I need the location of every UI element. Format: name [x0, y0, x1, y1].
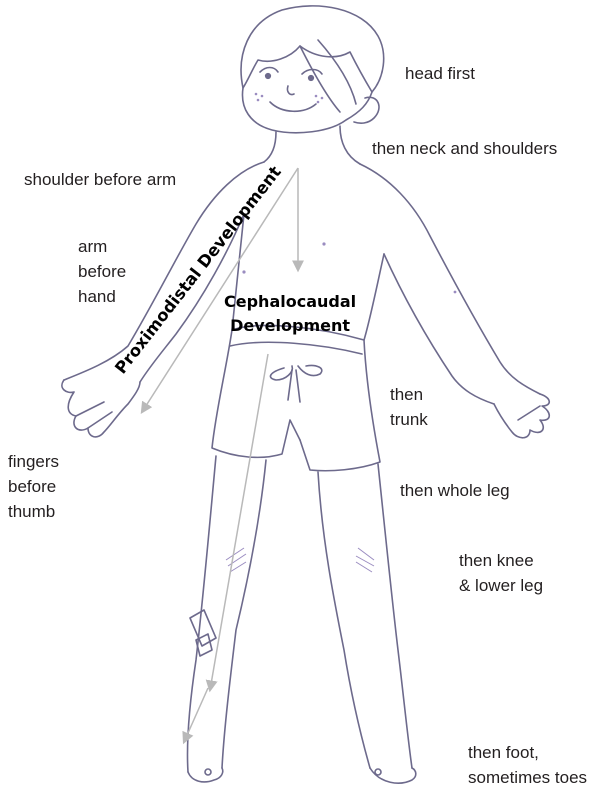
- cephalocaudal-line-1: Cephalocaudal: [224, 290, 356, 314]
- label-head: head first: [405, 61, 475, 86]
- label-foot-line-2: sometimes toes: [468, 765, 587, 790]
- label-shoulder: shoulder before arm: [24, 167, 176, 192]
- label-fingers: fingers before thumb: [8, 449, 59, 524]
- label-arm-line-1: arm: [78, 234, 126, 259]
- skin-marks: [242, 93, 456, 294]
- label-fingers-line-2: before: [8, 474, 59, 499]
- label-trunk-line-1: then: [390, 382, 428, 407]
- label-arm-line-3: hand: [78, 284, 126, 309]
- label-trunk-line-2: trunk: [390, 407, 428, 432]
- proximodistal-leg-arrow: [184, 688, 208, 742]
- label-arm: arm before hand: [78, 234, 126, 309]
- label-neck: then neck and shoulders: [372, 136, 557, 161]
- label-fingers-line-3: thumb: [8, 499, 59, 524]
- cephalocaudal-line-2: Development: [224, 314, 356, 338]
- knee-shading: [226, 548, 374, 572]
- label-leg: then whole leg: [400, 478, 510, 503]
- label-knee: then knee & lower leg: [459, 548, 543, 598]
- label-fingers-line-1: fingers: [8, 449, 59, 474]
- label-trunk: then trunk: [390, 382, 428, 432]
- label-knee-line-2: & lower leg: [459, 573, 543, 598]
- label-arm-line-2: before: [78, 259, 126, 284]
- label-foot: then foot, sometimes toes: [468, 740, 587, 790]
- label-foot-line-1: then foot,: [468, 740, 587, 765]
- label-knee-line-1: then knee: [459, 548, 543, 573]
- cephalocaudal-label: Cephalocaudal Development: [224, 290, 356, 338]
- child-outline: [62, 6, 549, 783]
